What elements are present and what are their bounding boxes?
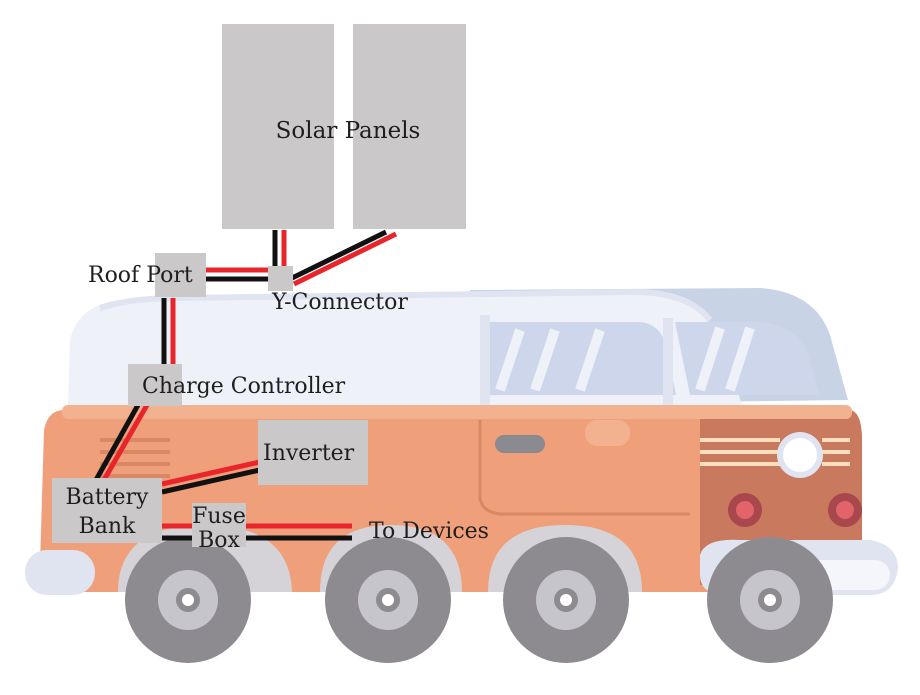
wheel-rear xyxy=(125,537,251,663)
window-glare xyxy=(495,326,755,392)
label-solar-panels: Solar Panels xyxy=(276,118,421,144)
label-battery: Battery xyxy=(66,485,150,510)
inverter-box xyxy=(258,420,368,485)
label-inverter: Inverter xyxy=(263,441,355,466)
components xyxy=(52,24,466,547)
van-illustration xyxy=(25,288,898,663)
wire-panel2-neg xyxy=(286,229,388,283)
label-to-devices: To Devices xyxy=(369,519,489,544)
wheel-front-left xyxy=(503,537,629,663)
van-belt-line xyxy=(62,405,852,419)
battery-bank-box xyxy=(52,478,162,543)
wire-inv-batt-pos xyxy=(161,459,261,487)
van-front-stripes xyxy=(700,438,850,466)
van-door-seam xyxy=(478,420,690,516)
van-pillar xyxy=(480,315,490,405)
wire-inv-batt-neg xyxy=(161,467,261,495)
label-roof-port: Roof Port xyxy=(88,263,193,288)
fuse-box xyxy=(192,503,246,547)
label-fuse: Fuse xyxy=(192,504,246,529)
van-pillar-2 xyxy=(663,318,673,405)
solar-panel-right xyxy=(353,24,466,229)
van-indicator-right-inner xyxy=(836,501,854,519)
van-indicator-left-inner xyxy=(736,501,754,519)
van-roof-edge xyxy=(99,288,713,322)
van-mirror xyxy=(585,420,630,446)
wheel-middle xyxy=(325,537,451,663)
roof-port-box xyxy=(155,253,206,297)
y-connector-box xyxy=(268,266,293,291)
wire-cc-batt-neg xyxy=(93,403,141,482)
wiring xyxy=(93,229,398,541)
van-rear-bumper xyxy=(25,550,95,595)
wire-cc-batt-pos xyxy=(101,403,150,482)
van-headlight-lens xyxy=(783,438,817,472)
wheel-front-right xyxy=(707,537,833,663)
label-box: Box xyxy=(198,528,240,553)
label-charge-controller: Charge Controller xyxy=(142,374,346,399)
label-bank: Bank xyxy=(79,514,136,539)
labels: Solar Panels Roof Port Y-Connector Charg… xyxy=(66,118,489,553)
wire-panel2-pos xyxy=(292,231,398,287)
solar-panel-left xyxy=(222,24,334,229)
charge-controller-box xyxy=(128,364,182,406)
van-door-handle xyxy=(495,435,545,453)
label-y-connector: Y-Connector xyxy=(271,290,408,315)
